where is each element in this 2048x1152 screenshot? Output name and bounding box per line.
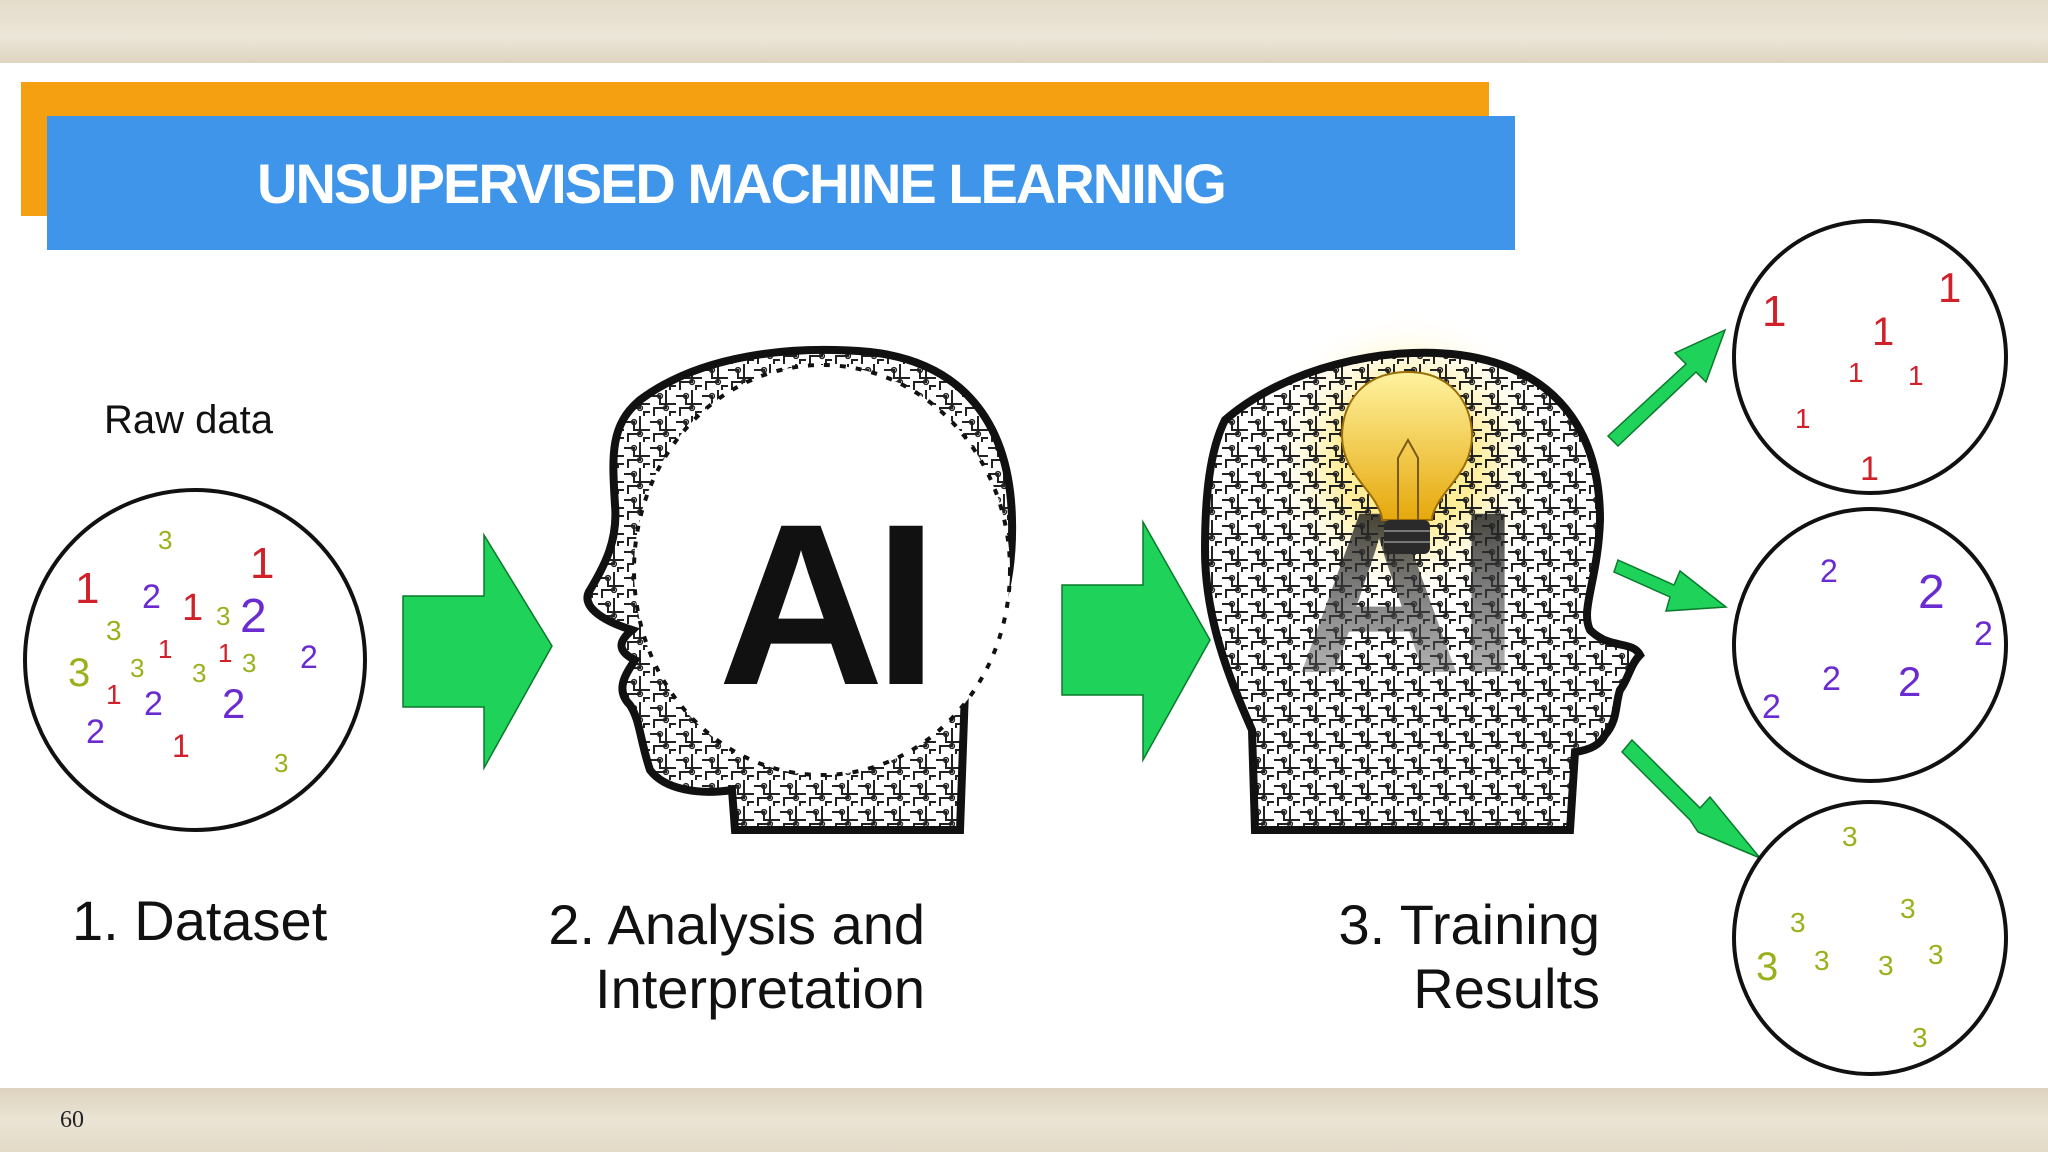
cluster3-point: 3 xyxy=(1842,821,1858,852)
cluster1-point: 1 xyxy=(1762,287,1786,336)
cluster1-point: 1 xyxy=(1848,357,1864,388)
raw-point: 3 xyxy=(216,601,230,631)
cluster3-point: 3 xyxy=(1814,945,1830,976)
cluster3-point: 3 xyxy=(1928,939,1944,970)
title-banner: UNSUPERVISED MACHINE LEARNING xyxy=(47,116,1515,250)
page-number: 60 xyxy=(60,1107,84,1133)
raw-point: 1 xyxy=(106,679,122,710)
ai-head-training: AI xyxy=(1200,310,1645,834)
cluster3-point: 3 xyxy=(1756,945,1778,989)
cluster3-point: 3 xyxy=(1912,1022,1928,1053)
cluster-arrow-2 xyxy=(1613,558,1729,612)
raw-point: 2 xyxy=(240,590,267,643)
lightbulb-icon xyxy=(1340,370,1474,554)
raw-point: 3 xyxy=(242,648,256,678)
cluster-arrow-3 xyxy=(1620,738,1761,859)
step-dataset-label: 1. Dataset xyxy=(72,889,328,952)
cluster1-point: 1 xyxy=(1872,310,1894,354)
slide-title: UNSUPERVISED MACHINE LEARNING xyxy=(257,151,1227,215)
cluster2-point: 2 xyxy=(1822,660,1841,698)
raw-point: 3 xyxy=(106,615,122,646)
raw-point: 1 xyxy=(250,539,274,588)
raw-point: 1 xyxy=(172,728,190,764)
raw-point: 2 xyxy=(142,578,161,616)
cluster2-point: 2 xyxy=(1918,566,1945,619)
cluster3-point: 3 xyxy=(1790,907,1806,938)
raw-point: 1 xyxy=(218,638,232,668)
step-analysis-line1: 2. Analysis and xyxy=(548,893,925,956)
cluster-circle-2 xyxy=(1732,507,2008,783)
step-training-line2: Results xyxy=(1413,957,1600,1020)
raw-point: 3 xyxy=(130,653,144,683)
raw-point: 3 xyxy=(68,651,90,695)
green-arrow-1 xyxy=(402,532,553,771)
raw-point: 2 xyxy=(222,680,245,727)
step-analysis-line2: Interpretation xyxy=(595,957,925,1020)
ai-label-analysis: AI xyxy=(718,476,928,733)
cluster1-point: 1 xyxy=(1860,450,1879,488)
raw-point: 1 xyxy=(158,634,172,664)
raw-point: 1 xyxy=(182,587,203,629)
raw-point: 2 xyxy=(144,685,163,723)
step-training-label: 3. Training Results xyxy=(1290,893,1601,1021)
cluster1-point: 1 xyxy=(1795,403,1811,434)
cluster2-point: 2 xyxy=(1974,615,1993,653)
green-arrow-2 xyxy=(1061,519,1211,763)
cluster1-point: 1 xyxy=(1938,264,1961,311)
raw-point: 2 xyxy=(86,713,105,751)
raw-point: 3 xyxy=(192,658,206,688)
cluster2-point: 2 xyxy=(1820,553,1838,589)
step-training-line1: 3. Training xyxy=(1338,893,1601,956)
cluster1-point: 1 xyxy=(1908,360,1924,391)
cluster-circle-1 xyxy=(1732,219,2008,495)
paper-background-top xyxy=(0,0,2048,63)
raw-data-label: Raw data xyxy=(104,398,273,442)
step-analysis-label: 2. Analysis and Interpretation xyxy=(535,893,925,1021)
raw-data-circle xyxy=(23,488,367,832)
raw-point: 3 xyxy=(158,525,172,555)
cluster-arrow-1 xyxy=(1606,328,1727,448)
cluster2-point: 2 xyxy=(1898,658,1921,705)
cluster2-point: 2 xyxy=(1762,688,1781,726)
raw-point: 1 xyxy=(75,564,99,613)
ai-head-analysis: AI xyxy=(583,345,1017,834)
cluster3-point: 3 xyxy=(1878,950,1894,981)
paper-background-bottom xyxy=(0,1088,2048,1152)
cluster-circle-3 xyxy=(1732,800,2008,1076)
raw-point: 3 xyxy=(274,748,288,778)
raw-point: 2 xyxy=(300,639,318,675)
cluster3-point: 3 xyxy=(1900,893,1916,924)
